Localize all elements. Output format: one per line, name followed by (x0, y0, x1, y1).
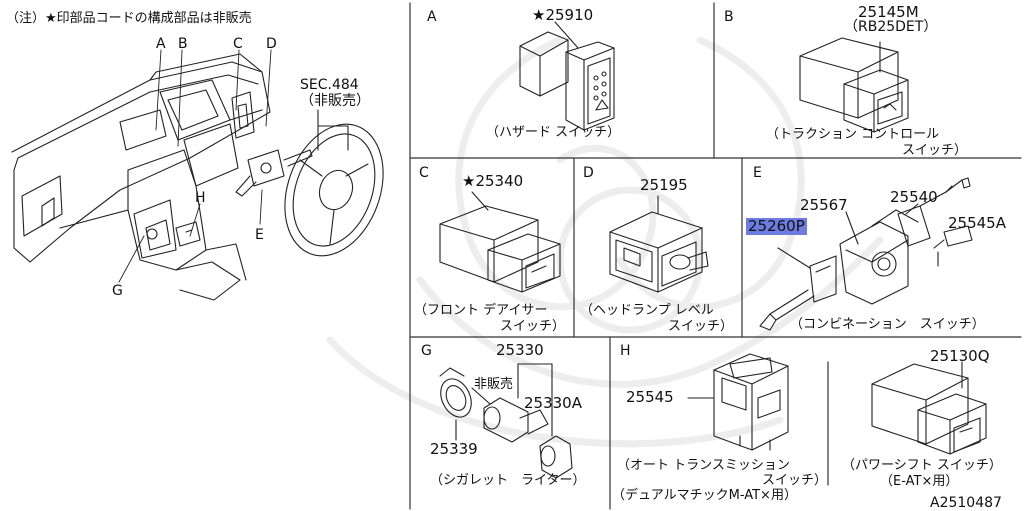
panel-e-part-b: 25545A (948, 214, 1006, 232)
overview-leaders (118, 49, 272, 283)
panel-g-part-b: 25339 (430, 440, 478, 458)
overview-label-h: H (195, 190, 206, 206)
watermark-emblem (326, 36, 884, 448)
panel-b-caption-2: スイッチ） (902, 143, 968, 158)
panel-h-part: 25545 (626, 388, 674, 406)
panel-h-caption-1: （オート トランスミッション (617, 458, 790, 473)
panel-g-part-top: 25330 (496, 341, 544, 359)
panel-p-caption-2: （E-AT×用） (880, 474, 959, 489)
panel-e-letter: E (753, 165, 762, 181)
overview-label-e: E (255, 227, 264, 243)
overview-label-a: A (156, 36, 166, 52)
power-shift-switch-drawing (871, 361, 987, 455)
overview-label-c: C (233, 36, 243, 52)
panel-b-part: 25145M (858, 3, 919, 21)
panel-c-caption-2: スイッチ） (500, 319, 566, 334)
dashboard-drawing (11, 53, 271, 301)
panel-h-caption-3: （デュアルマチックM-AT×用） (612, 488, 797, 503)
panel-c-caption-1: （フロント デアイサー (414, 303, 548, 318)
panel-e-part-main: 25567 (800, 196, 848, 214)
panel-d-caption-1: （ヘッドランプ レベル (580, 303, 714, 318)
overview-label-b: B (178, 36, 188, 52)
panel-p-part: 25130Q (930, 347, 990, 365)
sec-label: SEC.484 (300, 77, 359, 93)
panel-h-letter: H (620, 343, 631, 359)
panel-e-part-highlighted[interactable]: 25260P (746, 217, 807, 235)
panel-b-caption-1: （トラクション コントロール (766, 127, 940, 142)
header-note: （注）★印部品コードの構成部品は非販売 (6, 11, 252, 26)
steering-wheel (284, 109, 384, 257)
panel-c-part: ★25340 (462, 172, 524, 190)
panel-d-letter: D (583, 165, 594, 181)
panel-d-part: 25195 (640, 176, 688, 194)
panel-g-caption: （シガレット ライター） (430, 473, 586, 488)
at-switch-drawing (687, 353, 789, 451)
cigarette-lighter-drawing (439, 363, 573, 479)
panel-a-letter: A (427, 9, 437, 25)
sec-note: （非販売） (300, 93, 370, 109)
deicer-switch-drawing (439, 191, 561, 293)
reference-number: A2510487 (930, 495, 1002, 511)
hazard-switch-drawing (519, 21, 615, 131)
panel-a-part: ★25910 (532, 6, 594, 24)
panel-h-caption-2: スイッチ） (762, 473, 828, 488)
panel-a-caption: （ハザード スイッチ） (486, 125, 621, 140)
headlamp-switch-drawing (609, 195, 709, 293)
panel-d-caption-2: スイッチ） (668, 319, 734, 334)
panel-g-part-a: 25330A (524, 394, 582, 412)
overview-label-g: G (112, 283, 123, 299)
panel-e-part-a: 25540 (890, 188, 938, 206)
panel-b-part-sub: （RB25DET） (844, 19, 938, 35)
panel-b-letter: B (724, 9, 734, 25)
panel-g-not-sold: 非販売 (474, 377, 514, 392)
panel-g-letter: G (421, 343, 432, 359)
overview-label-d: D (266, 36, 277, 52)
combination-switch-small (235, 149, 313, 197)
combination-switch-drawing (759, 177, 973, 331)
traction-switch-drawing (799, 37, 909, 133)
panel-e-caption: （コンビネーション スイッチ） (790, 317, 985, 332)
panel-grid (409, 2, 1022, 510)
panel-c-letter: C (419, 165, 429, 181)
panel-p-caption-1: （パワーシフト スイッチ） (842, 458, 1002, 473)
